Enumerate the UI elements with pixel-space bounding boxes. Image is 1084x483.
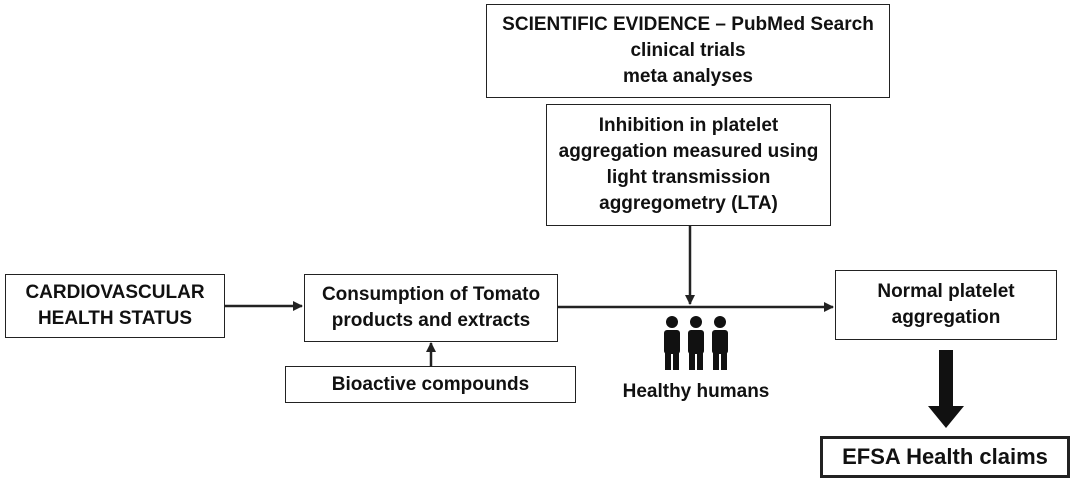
evidence-line-2: clinical trials — [630, 40, 746, 61]
lta-line-2: aggregation measured using — [558, 141, 819, 162]
lta-box: Inhibition in platelet aggregation measu… — [546, 104, 831, 226]
evidence-line-3: meta analyses — [623, 66, 753, 87]
evidence-box: SCIENTIFIC EVIDENCE – PubMed Search clin… — [486, 4, 890, 98]
consumption-box: Consumption of Tomato products and extra… — [304, 274, 558, 342]
consumption-line-2: products and extracts — [331, 310, 531, 331]
cardio-line-1: CARDIOVASCULAR — [25, 282, 205, 303]
lta-line-3: light transmission — [606, 167, 771, 188]
normal-box: Normal platelet aggregation — [835, 270, 1057, 340]
cardio-box: CARDIOVASCULAR HEALTH STATUS — [5, 274, 225, 338]
efsa-label: EFSA Health claims — [842, 444, 1048, 469]
efsa-box: EFSA Health claims — [820, 436, 1070, 478]
evidence-line-1: SCIENTIFIC EVIDENCE – PubMed Search — [502, 14, 874, 35]
healthy-humans-label: Healthy humans — [622, 381, 770, 402]
lta-line-1: Inhibition in platelet — [598, 115, 779, 136]
normal-line-2: aggregation — [891, 307, 1001, 328]
bioactive-label: Bioactive compounds — [331, 373, 530, 395]
cardio-line-2: HEALTH STATUS — [37, 308, 193, 329]
lta-line-4: aggregometry (LTA) — [599, 193, 778, 214]
arrow-normal-to-efsa — [928, 350, 964, 428]
people-group-icon — [664, 316, 728, 370]
bioactive-box: Bioactive compounds — [285, 366, 576, 403]
normal-line-1: Normal platelet — [877, 281, 1015, 302]
consumption-line-1: Consumption of Tomato — [321, 284, 541, 305]
